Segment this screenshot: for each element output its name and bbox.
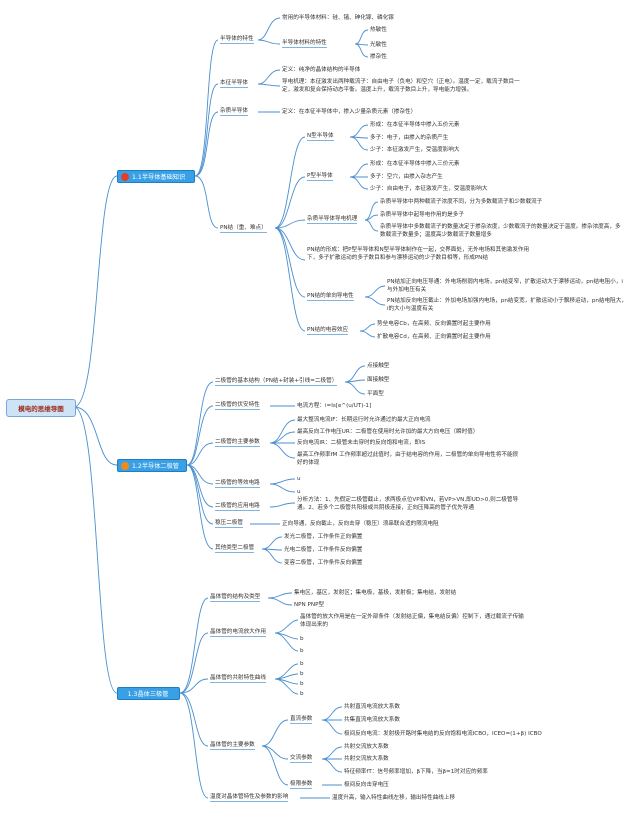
node-n-type-1[interactable]: 形成：在本征半导体中掺入五价元素 [370, 122, 460, 128]
node-photodiode[interactable]: 光电二极管，工作条件反向偏置 [284, 547, 363, 553]
node-amp-desc[interactable]: 晶体管的放大作用是在一定外部条件（发射结正偏，集电结反偏）控制下，通过载流子传输… [300, 614, 524, 628]
node-mechanism[interactable]: 杂质半导体导电机理 [307, 216, 358, 224]
node-equiv-a[interactable]: u [297, 476, 301, 482]
node-cap-1[interactable]: 势垒电容Cb，在高频、反向偏置时起主要作用 [377, 321, 491, 327]
node-n-type-2[interactable]: 多子：电子，由掺入的杂质产生 [370, 135, 449, 141]
node-temperature-effect[interactable]: 温度对晶体管特性及参数的影响 [210, 794, 289, 802]
node-analysis-method[interactable]: 分析方法：1、先假定二极管截止，求两极点位VP和VN，若VP>VN,即UD>0,… [297, 497, 519, 511]
node-amp-b1[interactable]: b [300, 636, 304, 642]
root-node[interactable]: 模电的思维导图 [6, 399, 76, 417]
node-param-ur[interactable]: 最高反向工作电压UR：二极管在使用时允许加的最大方向电压（瞬时值） [297, 429, 479, 435]
node-equiv-b[interactable]: u [297, 489, 301, 495]
node-iv-characteristic[interactable]: 二极管的伏安特性 [215, 402, 260, 410]
node-uni-forward[interactable]: PN结加正向电压导通：外电场削弱内电场，pn结变窄，扩散运动大于漂移运动，pn结… [387, 279, 623, 293]
node-param-fm[interactable]: 最高工作频率fM 工作频率超过此值时，由于结电容的作用，二极管的单向导电性将不能… [297, 452, 519, 466]
node-intrinsic-def[interactable]: 定义：纯净的晶体结构的半导体 [282, 67, 361, 73]
node-dc-3[interactable]: 极间反向电流：发射极开路时集电结的反向饱和电流ICBO，ICEO=(1+β) I… [344, 731, 542, 737]
node-led[interactable]: 发光二极管，工作条件正向偏置 [284, 534, 363, 540]
node-impurity-def[interactable]: 定义：在本征半导体中，掺入少量杂质元素（掺杂性） [282, 109, 417, 115]
node-p-type[interactable]: P型半导体 [307, 173, 333, 181]
node-varactor[interactable]: 变容二极管，工作条件反向偏置 [284, 560, 363, 566]
node-pn-formation[interactable]: PN结的形成：把P型半导体和N型半导体制作在一起，交界面处，无外电场和其他激发作… [307, 247, 530, 261]
node-mech-1[interactable]: 杂质半导体中两种载流子浓度不同，分为多数载流子和少数载流子 [380, 199, 543, 205]
node-capacitance[interactable]: PN结的电容效应 [307, 327, 349, 335]
node-current-amplification[interactable]: 晶体管的电流放大作用 [210, 629, 266, 637]
node-thermal[interactable]: 热敏性 [370, 27, 387, 33]
node-bjt-structure[interactable]: 晶体管的结构及类型 [210, 594, 261, 602]
node-temperature-desc[interactable]: 温度升高，输入特性曲线左移，输出特性曲线上移 [332, 795, 456, 801]
node-impurity[interactable]: 杂质半导体 [220, 108, 248, 116]
node-zener[interactable]: 稳压二极管 [215, 520, 243, 528]
node-semiconductor-properties[interactable]: 半导体的特性 [220, 36, 254, 44]
node-param-ir[interactable]: 反向电流IR：二极管未击穿时的反向饱和电流，即IS [297, 440, 426, 446]
node-intrinsic[interactable]: 本征半导体 [220, 80, 248, 88]
node-surface-contact[interactable]: 面接触型 [367, 377, 390, 383]
node-diode-params[interactable]: 二极管的主要参数 [215, 439, 260, 447]
node-n-type-3[interactable]: 少子：本征激发产生，受温度影响大 [370, 147, 460, 153]
node-pn-junction[interactable]: PN结（重、难点） [220, 225, 267, 233]
branch-3-node[interactable]: 1.3晶体三极管 [117, 687, 180, 700]
node-current-equation[interactable]: 电流方程：i=Is[e^(u/UT)-1] [297, 403, 372, 409]
node-ac-3[interactable]: 特征频率fT：信号频率增加，β下降，当β=1时对应的频率 [344, 769, 488, 775]
node-mech-2[interactable]: 杂质半导体中起导电作用的是多子 [380, 212, 464, 218]
node-amp-b2[interactable]: b [300, 648, 304, 654]
node-unidirectional[interactable]: PN结的单向导电性 [307, 293, 354, 301]
node-bjt-regions[interactable]: 集电区，基区，发射区；集电极，基极，发射极；集电结，发射结 [294, 590, 457, 596]
node-curve-b2[interactable]: b [300, 671, 304, 677]
node-uni-reverse[interactable]: PN结加反向电压截止：外加电场加强内电场，pn结变宽，扩散运动小于飘移运动，pn… [387, 298, 627, 312]
node-limit-params[interactable]: 极限参数 [290, 781, 313, 789]
node-dc-2[interactable]: 共集直流电流放大系数 [344, 717, 400, 723]
branch-1-node[interactable]: 1.1半导体基础知识 [117, 170, 195, 183]
node-p-type-1[interactable]: 形成：在本征半导体中掺入三价元素 [370, 161, 460, 167]
node-doping[interactable]: 掺杂性 [370, 54, 387, 60]
node-point-contact[interactable]: 点接触型 [367, 363, 390, 369]
node-common-materials[interactable]: 常用的半导体材料：硅、锗、砷化镓、磷化镓 [282, 15, 394, 21]
node-other-diodes[interactable]: 其他类型二极管 [215, 545, 255, 553]
node-p-type-3[interactable]: 少子：自由电子，本征激发产生，受温度影响大 [370, 186, 488, 192]
node-p-type-2[interactable]: 多子：空穴，由掺入杂志产生 [370, 174, 443, 180]
node-dc-1[interactable]: 共射直流电流放大系数 [344, 704, 400, 710]
node-curve-b4[interactable]: b [300, 691, 304, 697]
node-param-if[interactable]: 最大整流电流IF：长期运行时允许通过的最大正向电流 [297, 417, 431, 423]
node-curve-b3[interactable]: b [300, 681, 304, 687]
node-application-circuit[interactable]: 二极管的应用电路 [215, 503, 260, 511]
node-cap-2[interactable]: 扩散电容Cd，在高频、正向偏置时起主要作用 [377, 334, 491, 340]
node-planar[interactable]: 平面型 [367, 391, 384, 397]
node-diode-structure[interactable]: 二极管的基本结构（PN结+封装+引线=二极管） [215, 378, 338, 386]
node-ac-params[interactable]: 交流参数 [290, 755, 313, 763]
node-equivalent-circuit[interactable]: 二极管的等效电路 [215, 480, 260, 488]
node-intrinsic-mech[interactable]: 导电机理：本征激发出两种载流子：自由电子（负电）和空穴（正电）。温度一定，载流子… [282, 79, 520, 93]
node-dc-params[interactable]: 直流参数 [290, 716, 313, 724]
node-limit-1[interactable]: 极间反向击穿电压 [344, 782, 389, 788]
node-bjt-params[interactable]: 晶体管的主要参数 [210, 742, 255, 750]
orange-circle-badge-icon [121, 461, 129, 470]
branch-2-node[interactable]: 1.2半导体二极管 [117, 459, 187, 472]
node-material-properties[interactable]: 半导体材料的特性 [282, 40, 327, 48]
node-ac-2[interactable]: 共射交流放大系数 [344, 756, 389, 762]
node-photo[interactable]: 光敏性 [370, 42, 387, 48]
node-zener-desc[interactable]: 正向导通，反向截止，反向击穿（稳压）须串联合适的限流电阻 [282, 521, 439, 527]
node-curve-b1[interactable]: b [300, 661, 304, 667]
node-bjt-types[interactable]: NPN PNP型 [294, 602, 325, 608]
red-circle-badge-icon [121, 172, 129, 181]
node-mech-3[interactable]: 杂质半导体中多数载流子的数量决定于掺杂浓度，少数载流子的数量决定于温度。掺杂浓度… [380, 224, 621, 238]
node-ce-curves[interactable]: 晶体管的共射特性曲线 [210, 675, 266, 683]
node-n-type[interactable]: N型半导体 [307, 133, 334, 141]
node-ac-1[interactable]: 共射交流放大系数 [344, 744, 389, 750]
